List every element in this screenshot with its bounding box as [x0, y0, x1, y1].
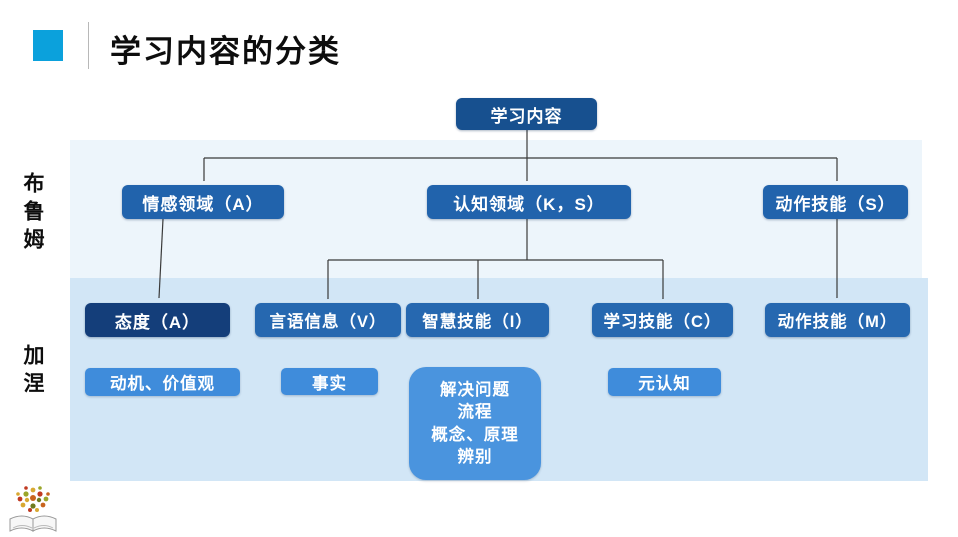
node-verbal-information: 言语信息（V） [255, 303, 401, 337]
solve-line-1: 解决问题 [440, 380, 510, 399]
book-logo-icon [9, 486, 57, 532]
node-intellectual-skill: 智慧技能（I） [406, 303, 549, 337]
page-title: 学习内容的分类 [110, 34, 341, 69]
node-motor-skill-s: 动作技能（S） [763, 185, 908, 219]
row-label-bloom: 布鲁姆 [21, 172, 44, 256]
node-problem-solving-group: 解决问题 流程 概念、原理 辨别 [409, 367, 541, 480]
title-divider [88, 22, 89, 69]
node-cognitive-domain: 认知领域（K，S） [427, 185, 631, 219]
solve-line-2: 流程 [457, 403, 493, 422]
node-attitude: 态度（A） [85, 303, 230, 337]
node-learning-content: 学习内容 [456, 98, 597, 130]
node-facts: 事实 [281, 368, 378, 395]
solve-line-4: 辨别 [457, 447, 493, 466]
row-label-gagne: 加涅 [21, 344, 44, 400]
node-metacognition: 元认知 [608, 368, 721, 396]
solve-line-3: 概念、原理 [431, 425, 519, 444]
node-affective-domain: 情感领域（A） [122, 185, 284, 219]
node-motivation-values: 动机、价值观 [85, 368, 240, 396]
node-motor-skill-m: 动作技能（M） [765, 303, 910, 337]
node-learning-skill: 学习技能（C） [592, 303, 733, 337]
title-accent-square-icon [33, 30, 63, 61]
